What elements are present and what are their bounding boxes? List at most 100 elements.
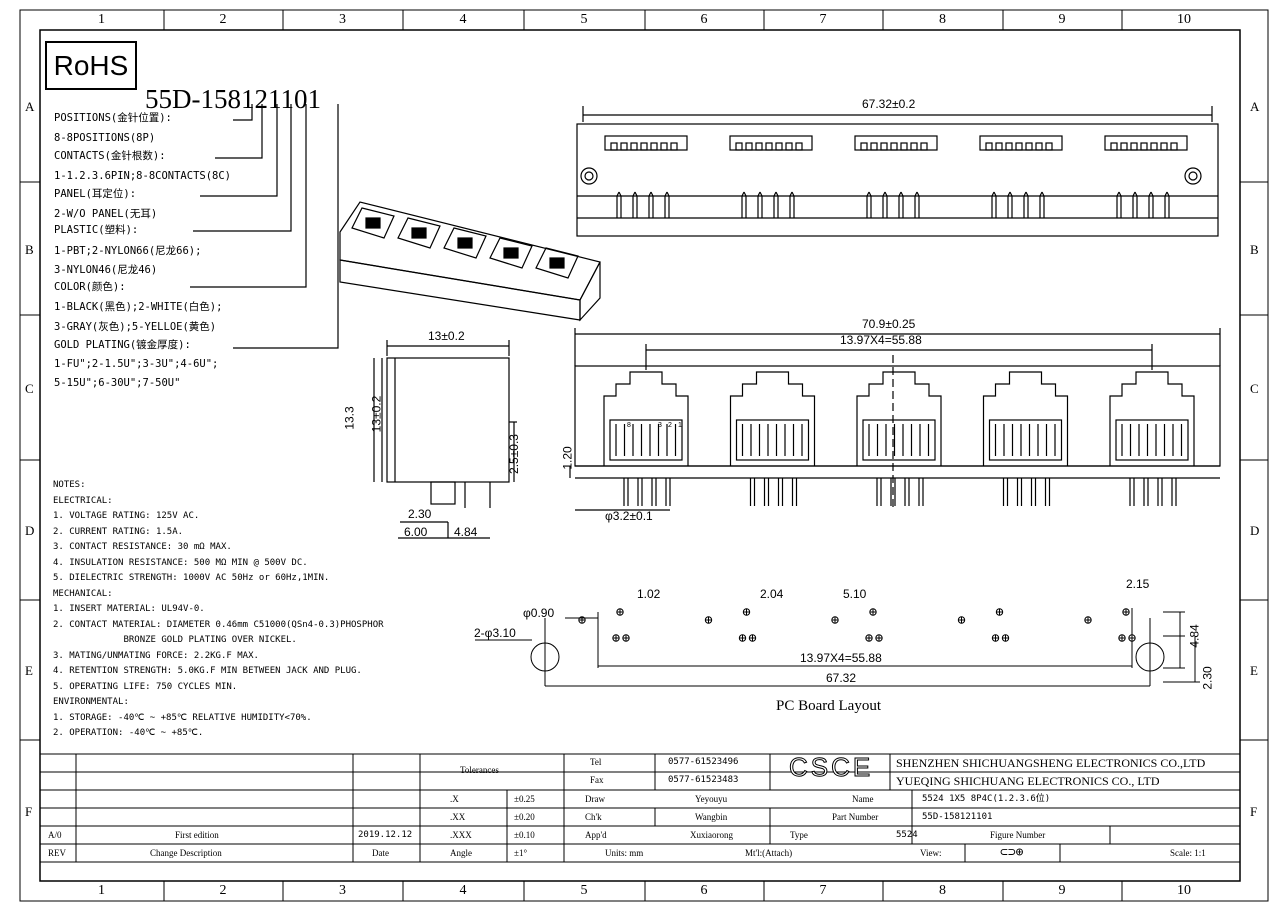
dim-side-h2: 13±0.2 <box>369 395 384 433</box>
company-name-1: SHENZHEN SHICHUANGSHENG ELECTRONICS CO.,… <box>896 756 1206 770</box>
dim-pcb-102: 1.02 <box>637 587 661 601</box>
ordering-line: CONTACTS(金针根数): <box>54 150 166 162</box>
dim-pcb-204: 2.04 <box>760 587 784 601</box>
column-label-bottom-5: 5 <box>580 883 588 898</box>
isometric-view <box>339 201 601 322</box>
ordering-line: 8-8POSITIONS(8P) <box>54 132 156 144</box>
change-description-header: Change Description <box>150 848 222 858</box>
column-label-bottom-3: 3 <box>339 883 346 898</box>
column-label-4: 4 <box>459 12 467 27</box>
name-value: 5524 1X5 8P4C(1.2.3.6位) <box>922 794 1051 804</box>
view-label: View: <box>920 848 942 858</box>
row-label-D: D <box>25 523 35 538</box>
column-label-bottom-8: 8 <box>939 883 946 898</box>
column-label-2: 2 <box>219 12 227 27</box>
note-line: 1. STORAGE: -40℃ ~ +85℃ RELATIVE HUMIDIT… <box>53 712 312 723</box>
column-dividers <box>163 10 1123 901</box>
dim-front-width: 70.9±0.25 <box>862 317 916 331</box>
ordering-line: 1-FU";2-1.5U";3-3U";4-6U"; <box>54 358 219 370</box>
column-label-8: 8 <box>939 12 946 27</box>
column-label-bottom-10: 10 <box>1177 883 1191 898</box>
dim-side-width: 13±0.2 <box>428 329 465 343</box>
note-line: 4. RETENTION STRENGTH: 5.0KG.F MIN BETWE… <box>53 666 362 676</box>
revision-date: 2019.12.12 <box>358 830 413 840</box>
note-line: 2. CONTACT MATERIAL: DIAMETER 0.46mm C51… <box>53 619 384 630</box>
column-label-6: 6 <box>700 12 708 27</box>
tolerance-precision: .X <box>450 794 459 804</box>
pin-label: 2 <box>668 422 672 429</box>
outer-frame <box>19 9 1269 902</box>
dim-top-width: 67.32±0.2 <box>862 97 916 111</box>
dim-pcb-d090: φ0.90 <box>523 606 555 620</box>
tolerance-value: ±0.25 <box>514 794 535 804</box>
date-header: Date <box>372 848 389 858</box>
tolerance-precision: .XX <box>450 812 466 822</box>
ordering-line: PANEL(耳定位): <box>54 188 137 200</box>
column-label-bottom-6: 6 <box>700 883 708 898</box>
check-value: Wangbin <box>695 812 728 822</box>
tolerance-value: ±0.10 <box>514 830 535 840</box>
note-line: 1. VOLTAGE RATING: 125V AC. <box>53 511 200 521</box>
units-label: Units: mm <box>605 848 644 858</box>
part-number-value: 55D-158121101 <box>922 812 993 822</box>
column-label-bottom-4: 4 <box>459 883 467 898</box>
name-label: Name <box>852 794 874 804</box>
ordering-line: 2-W/O PANEL(无耳) <box>54 208 158 220</box>
dim-pcb-pitch: 13.97X4=55.88 <box>800 651 882 665</box>
row-label-right-B: B <box>1250 241 1259 257</box>
dim-pcb-6732: 67.32 <box>826 671 857 685</box>
dim-front-h: 1.20 <box>560 446 575 470</box>
type-label: Type <box>790 830 808 840</box>
revision-description: First edition <box>175 830 219 840</box>
note-line: NOTES: <box>53 480 86 490</box>
ordering-line: 3-GRAY(灰色);5-YELLOE(黄色) <box>54 321 217 333</box>
note-line: 5. DIELECTRIC STRENGTH: 1000V AC 50Hz or… <box>53 573 330 583</box>
material-label: Mt'l:(Attach) <box>745 848 793 858</box>
ordering-line: 5-15U";6-30U";7-50U" <box>54 377 181 389</box>
revision-ao: A/0 <box>48 830 62 840</box>
column-label-10: 10 <box>1177 12 1191 27</box>
company-name-2: YUEQING SHICHUANG ELECTRONICS CO., LTD <box>896 774 1160 788</box>
row-label-A: A <box>25 99 35 114</box>
scale-label: Scale: 1:1 <box>1170 848 1206 858</box>
fax-value: 0577-61523483 <box>668 775 739 785</box>
dim-pcb-215: 2.15 <box>1126 577 1150 591</box>
dim-pcb-230: 2.30 <box>1200 666 1215 690</box>
pin-label: 8 <box>627 422 631 429</box>
tolerance-value: ±1° <box>514 848 528 858</box>
note-line: 1. INSERT MATERIAL: UL94V-0. <box>53 604 205 614</box>
dim-side-h3: 2.5±0.3 <box>506 434 521 474</box>
front-view <box>569 328 1221 511</box>
pcb-layout-title: PC Board Layout <box>776 698 881 714</box>
column-label-1: 1 <box>98 12 105 27</box>
pcb-layout <box>475 608 1200 687</box>
column-label-bottom-9: 9 <box>1058 883 1066 898</box>
tolerance-precision: .XXX <box>450 830 472 840</box>
note-line: 3. CONTACT RESISTANCE: 30 mΩ MAX. <box>53 542 232 552</box>
dim-pcb-484: 4.84 <box>1187 624 1202 648</box>
pin-label: 1 <box>678 422 682 429</box>
top-view <box>576 106 1219 237</box>
note-line: 3. MATING/UNMATING FORCE: 2.2KG.F MAX. <box>53 650 259 661</box>
note-line: BRONZE GOLD PLATING OVER NICKEL. <box>53 635 297 645</box>
tel-value: 0577-61523496 <box>668 757 739 767</box>
ordering-line: COLOR(颜色): <box>54 281 126 293</box>
part-number-label: Part Number <box>832 812 879 822</box>
row-label-right-C: C <box>1250 380 1259 396</box>
row-label-right-A: A <box>1250 99 1260 114</box>
ordering-line: 1-BLACK(黑色);2-WHITE(白色); <box>54 301 223 313</box>
dim-side-h1: 13.3 <box>342 406 357 430</box>
column-label-bottom-7: 7 <box>819 883 827 898</box>
figure-number-label: Figure Number <box>990 830 1046 840</box>
pin-label: 3 <box>658 422 662 429</box>
dim-pcb-510: 5.10 <box>843 587 867 601</box>
ordering-line: PLASTIC(塑料): <box>54 224 139 236</box>
approved-label: App'd <box>585 830 607 840</box>
ordering-line: 1-1.2.3.6PIN;8-8CONTACTS(8C) <box>54 170 232 182</box>
tolerance-precision: Angle <box>450 848 472 858</box>
ordering-line: 1-PBT;2-NYLON66(尼龙66); <box>54 245 202 257</box>
third-angle-projection-icon: ⊂⊃⊕ <box>1000 845 1024 860</box>
row-label-right-D: D <box>1250 523 1260 538</box>
note-line: MECHANICAL: <box>53 588 113 599</box>
